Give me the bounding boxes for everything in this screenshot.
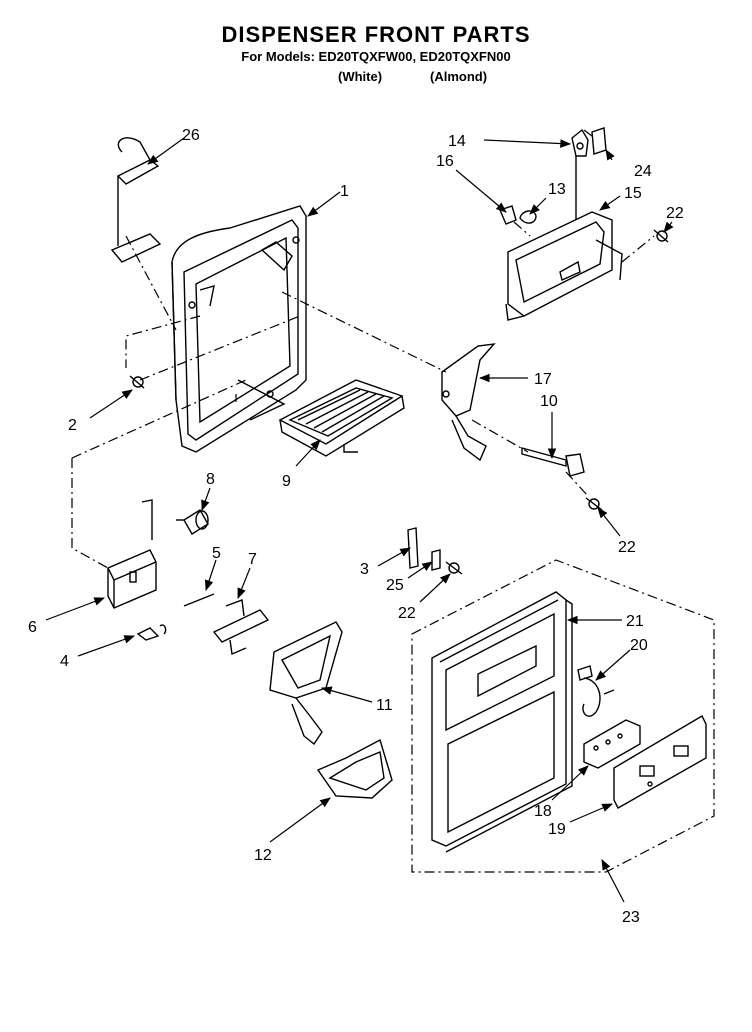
callout-23: 23 xyxy=(622,909,640,926)
callout-11: 11 xyxy=(376,697,393,714)
callout-15: 15 xyxy=(624,185,642,202)
part-25-clip xyxy=(431,549,441,571)
leader-23 xyxy=(601,859,625,903)
callout-26: 26 xyxy=(182,127,200,144)
part-22c-screw xyxy=(445,561,463,575)
part-19-touchpad xyxy=(613,715,707,809)
leader-1 xyxy=(307,191,341,217)
part-17-actuator xyxy=(441,343,496,462)
callout-7: 7 xyxy=(248,551,257,568)
callout-9: 9 xyxy=(282,473,291,490)
part-9-drip-grille xyxy=(278,379,405,457)
leader-14 xyxy=(483,139,572,148)
leader-22c xyxy=(419,573,451,603)
callout-3: 3 xyxy=(360,561,369,578)
leader-22b xyxy=(597,507,621,537)
leader-26 xyxy=(147,137,185,165)
leader-12 xyxy=(269,797,331,843)
part-15-lamp-housing xyxy=(505,156,623,321)
part-21-front-panel xyxy=(431,591,573,853)
leader-25 xyxy=(407,561,433,579)
callout-22-lower: 22 xyxy=(398,605,416,622)
callout-2: 2 xyxy=(68,417,77,434)
part-23-group-boundary xyxy=(411,559,715,873)
callout-10: 10 xyxy=(540,393,558,410)
leader-13 xyxy=(529,197,547,215)
callout-6: 6 xyxy=(28,619,37,636)
page-title: DISPENSER FRONT PARTS xyxy=(221,22,531,47)
callout-22-upper: 22 xyxy=(666,205,684,222)
part-8-solenoid xyxy=(176,509,209,535)
part-11-cradle xyxy=(269,621,343,746)
leader-9 xyxy=(295,439,321,467)
leader-lines xyxy=(45,137,674,903)
leader-7 xyxy=(237,567,251,600)
part-2-screw xyxy=(129,375,145,389)
callout-numbers: 26 1 2 9 8 6 5 7 4 11 12 14 24 16 13 15 … xyxy=(28,127,684,926)
part-22a-screw xyxy=(653,229,669,243)
part-13-socket xyxy=(519,210,537,224)
part-16-bulb xyxy=(499,205,517,225)
callout-14: 14 xyxy=(448,133,466,150)
part-12-chute xyxy=(316,738,393,799)
callout-19: 19 xyxy=(548,821,566,838)
callout-24: 24 xyxy=(634,163,652,180)
variant-white-label: (White) xyxy=(338,69,383,84)
leader-2 xyxy=(89,389,133,419)
callout-16: 16 xyxy=(436,153,454,170)
part-26-harness xyxy=(110,137,162,263)
part-10-shaft xyxy=(521,447,585,477)
callout-22-middle: 22 xyxy=(618,539,636,556)
leader-3 xyxy=(377,547,411,567)
callout-21: 21 xyxy=(626,613,644,630)
model-numbers: For Models: ED20TQXFW00, ED20TQXFN00 xyxy=(241,49,511,64)
part-24-plate xyxy=(591,127,607,155)
callout-12: 12 xyxy=(254,847,272,864)
variant-almond-label: (Almond) xyxy=(430,69,488,84)
part-1-housing xyxy=(171,205,307,453)
leader-19 xyxy=(569,803,613,823)
callout-18: 18 xyxy=(534,803,552,820)
leader-20 xyxy=(595,649,631,681)
part-22b-screw xyxy=(585,497,603,511)
leader-11 xyxy=(320,686,373,703)
part-7-hinge xyxy=(212,599,270,656)
part-18-control-board xyxy=(583,719,641,769)
part-4-spring xyxy=(136,624,167,641)
leader-24 xyxy=(605,149,615,161)
callout-4: 4 xyxy=(60,653,69,670)
part-6-switch-box xyxy=(107,499,157,609)
leader-5 xyxy=(204,559,217,592)
part-5-pin xyxy=(183,593,215,607)
leader-6 xyxy=(45,597,106,621)
leader-22a xyxy=(663,221,674,233)
assembly-lines xyxy=(71,129,655,569)
callout-25: 25 xyxy=(386,577,404,594)
callout-5: 5 xyxy=(212,545,221,562)
leader-16 xyxy=(455,169,507,213)
callout-17: 17 xyxy=(534,371,552,388)
callout-13: 13 xyxy=(548,181,566,198)
callout-8: 8 xyxy=(206,471,215,488)
leader-18 xyxy=(551,765,589,801)
leader-8 xyxy=(201,487,211,512)
leader-4 xyxy=(77,635,136,657)
part-14-lever-clip xyxy=(571,128,589,157)
callout-20: 20 xyxy=(630,637,648,654)
part-20-wire-harness xyxy=(577,665,615,717)
callout-1: 1 xyxy=(340,183,349,200)
leader-15 xyxy=(599,195,621,211)
